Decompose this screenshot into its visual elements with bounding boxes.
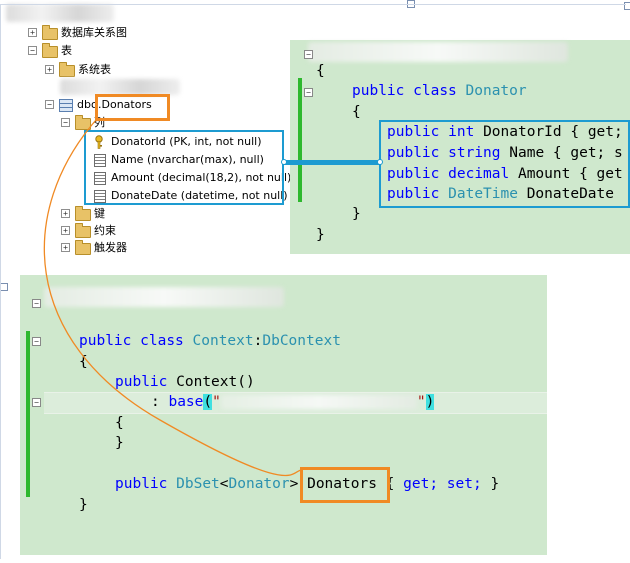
selection-border [0, 4, 626, 5]
property-line: public int DonatorId { get; [387, 124, 623, 140]
code-line: { [79, 354, 88, 370]
tree-item-label: 键 [94, 207, 105, 220]
folder-icon [75, 240, 91, 255]
code-line: { [316, 63, 325, 79]
resize-handle[interactable] [0, 283, 8, 291]
blurred-connection-string [220, 395, 417, 409]
property-line: public string Name { get; s [387, 145, 623, 161]
folder-icon [75, 223, 91, 238]
code-line: { [352, 104, 361, 120]
expand-plus-icon[interactable]: + [28, 28, 37, 37]
collapse-icon[interactable]: − [32, 398, 41, 407]
blurred-header [44, 287, 284, 307]
code-line: } [352, 206, 361, 222]
table-name-label: .Donators [98, 98, 152, 111]
table-name-highlight [95, 94, 170, 121]
change-indicator [26, 331, 30, 497]
resize-handle[interactable] [624, 2, 630, 10]
code-line-class-declaration: public class Context:DbContext [79, 333, 341, 349]
table-schema-label: dbo [77, 98, 98, 111]
expand-plus-icon[interactable]: + [61, 243, 70, 252]
property-line: public decimal Amount { get [387, 166, 623, 182]
folder-icon [59, 62, 75, 77]
donator-class-editor[interactable]: − − { public class Donator { public int … [290, 40, 630, 254]
code-line: } [79, 497, 88, 513]
folder-icon [75, 206, 91, 221]
tree-item-label: 约束 [94, 224, 116, 237]
collapse-icon[interactable]: − [32, 337, 41, 346]
dbset-name-highlight [300, 467, 390, 503]
columns-highlight [84, 130, 284, 205]
collapse-minus-icon[interactable]: − [45, 100, 54, 109]
expand-plus-icon[interactable]: + [61, 209, 70, 218]
folder-icon [42, 25, 58, 40]
code-line-base-call: : base("") [151, 394, 435, 410]
code-line-dbset: public DbSet<Donator> Donators { get; se… [115, 476, 500, 492]
tree-item-label: 系统表 [78, 63, 111, 76]
change-indicator [298, 78, 302, 202]
blurred-item [60, 79, 180, 95]
code-line: { [115, 415, 124, 431]
collapse-minus-icon[interactable]: − [28, 46, 37, 55]
collapse-minus-icon[interactable]: − [61, 118, 70, 127]
code-line: } [316, 227, 325, 243]
code-line-class-declaration: public class Donator [352, 83, 527, 99]
tree-item-label: 表 [61, 44, 72, 57]
blurred-header [6, 4, 114, 22]
collapse-icon[interactable]: − [304, 88, 313, 97]
properties-highlight [379, 120, 630, 208]
code-line-constructor: public Context() [115, 374, 255, 390]
brace-match: ) [425, 394, 435, 410]
property-line: public DateTime DonateDate [387, 186, 615, 202]
table-icon [59, 99, 73, 112]
expand-plus-icon[interactable]: + [61, 226, 70, 235]
folder-open-icon [42, 43, 58, 58]
collapse-icon[interactable]: − [32, 299, 41, 308]
tree-item-label: 触发器 [94, 241, 127, 254]
blurred-header [308, 42, 568, 62]
selection-border [0, 4, 1, 559]
code-line: } [115, 435, 124, 451]
tree-item-label: 数据库关系图 [61, 26, 127, 39]
expand-plus-icon[interactable]: + [45, 65, 54, 74]
folder-open-icon [75, 115, 91, 130]
collapse-icon[interactable]: − [304, 50, 313, 59]
brace-match: ( [203, 394, 213, 410]
context-class-editor[interactable]: − − − public class Context:DbContext { p… [20, 275, 547, 555]
